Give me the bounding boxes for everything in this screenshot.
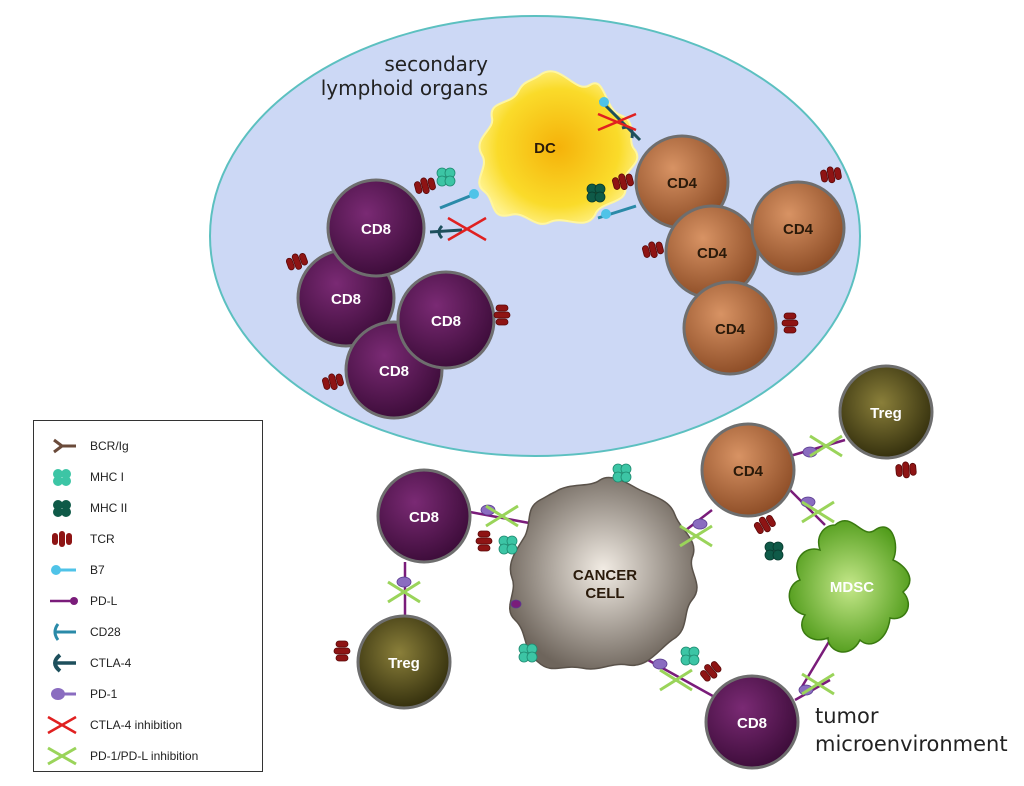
mhc-ii-markers xyxy=(586,183,784,561)
legend-item-tcr: TCR xyxy=(42,526,115,552)
treg-cell: Treg xyxy=(356,614,452,710)
cd8-cell: CD8 xyxy=(326,178,426,278)
cd4-cell: CD4 xyxy=(750,180,846,276)
legend-item-pd-inhibition: PD-1/PD-L inhibition xyxy=(42,743,198,769)
mdsc-cell xyxy=(788,519,911,653)
pd-1-icon xyxy=(51,688,76,700)
svg-text:CD4: CD4 xyxy=(715,321,746,338)
cd4-cell: CD4 xyxy=(682,280,778,376)
pd-inhibition-markers xyxy=(387,434,843,696)
svg-text:CD8: CD8 xyxy=(431,313,461,330)
b7-icon xyxy=(51,565,76,575)
cancer-label-line2: CELL xyxy=(585,585,624,602)
legend-item-b7: B7 xyxy=(42,557,105,583)
svg-text:CD8: CD8 xyxy=(409,509,439,526)
tcr-icon xyxy=(52,531,72,547)
pd-1-markers xyxy=(396,446,818,696)
ctla-4-inhibition-icon xyxy=(47,715,77,735)
cancer-cell xyxy=(509,476,698,670)
legend-item-pd-l: PD-L xyxy=(42,588,117,614)
cd8-cell: CD8 xyxy=(704,674,800,770)
svg-text:CD4: CD4 xyxy=(667,175,698,192)
bcr-ig-icon xyxy=(53,438,76,454)
cd4-cell: CD4 xyxy=(700,422,796,518)
lymphoid-label-line2: lymphoid organs xyxy=(320,76,488,100)
ctla-4-inhibition-markers xyxy=(447,112,637,242)
mhc-ii-icon xyxy=(53,500,71,517)
lymphoid-label-line1: secondary xyxy=(384,52,488,76)
ctla-4-icon xyxy=(53,653,76,673)
legend-item-ctla-4: CTLA-4 xyxy=(42,650,131,676)
cancer-label-line1: CANCER xyxy=(573,567,637,584)
mhc-i-icon xyxy=(53,469,71,486)
dc-label: DC xyxy=(534,140,556,157)
svg-text:CD4: CD4 xyxy=(697,245,728,262)
legend-item-mhc-i: MHC I xyxy=(42,464,124,490)
legend-item-pd-1: PD-1 xyxy=(42,681,117,707)
cd28-icon xyxy=(53,623,76,641)
legend: BCR/Ig MHC I MHC II TCR B7 PD-L CD28 CTL… xyxy=(33,420,263,772)
legend-item-cd28: CD28 xyxy=(42,619,121,645)
lymphoid-organs-label: secondary lymphoid organs xyxy=(318,52,488,100)
tcr-markers xyxy=(285,166,917,682)
svg-text:CD8: CD8 xyxy=(361,221,391,238)
tumor-label-line1: tumor xyxy=(815,704,879,728)
svg-text:Treg: Treg xyxy=(870,405,902,422)
tumor-microenvironment-label: tumor microenvironment xyxy=(815,704,1008,756)
tumor-label-line2: microenvironment xyxy=(815,732,1008,756)
svg-text:CD4: CD4 xyxy=(733,463,764,480)
pd-l-icon xyxy=(50,597,78,605)
mdsc-label: MDSC xyxy=(830,579,874,596)
mhc-i-markers xyxy=(436,167,700,666)
svg-text:CD8: CD8 xyxy=(379,363,409,380)
legend-item-mhc-ii: MHC II xyxy=(42,495,127,521)
svg-text:CD8: CD8 xyxy=(331,291,361,308)
legend-item-bcr-ig: BCR/Ig xyxy=(42,433,129,459)
cd8-cell: CD8 xyxy=(396,270,496,370)
legend-item-ctla-4-inhibition: CTLA-4 inhibition xyxy=(42,712,182,738)
pd-1-pd-l-inhibition-icon xyxy=(47,746,77,766)
svg-text:Treg: Treg xyxy=(388,655,420,672)
svg-text:CD8: CD8 xyxy=(737,715,767,732)
cd8-cell: CD8 xyxy=(376,468,472,564)
svg-text:CD4: CD4 xyxy=(783,221,814,238)
treg-cell: Treg xyxy=(838,364,934,460)
